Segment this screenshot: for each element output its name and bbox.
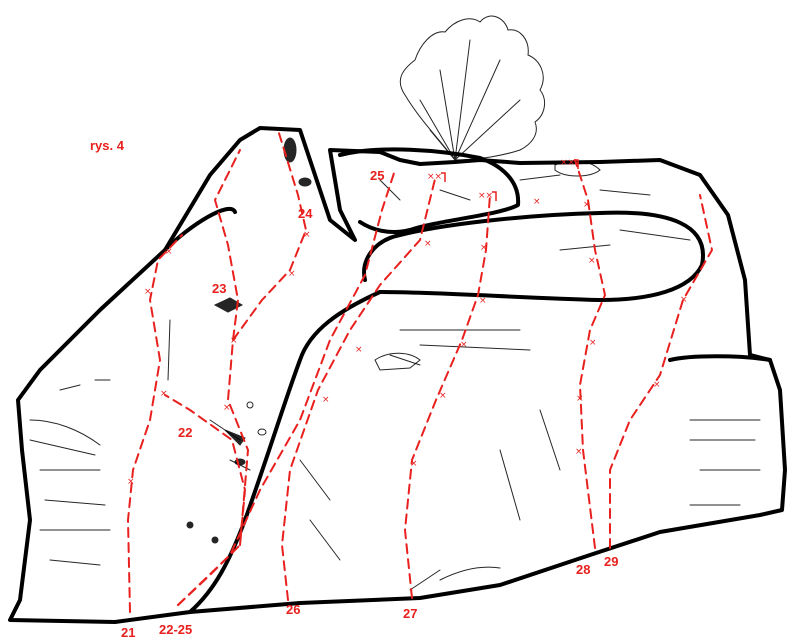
route-label-23: 23: [212, 281, 226, 296]
route-21-bolt: ×: [160, 389, 168, 399]
rock-outline: [10, 128, 785, 622]
route-26-bolt: ×: [424, 239, 432, 249]
route-27-bolt: ×: [439, 391, 447, 401]
anchor-mark: ××: [478, 191, 493, 201]
start-label-29: 29: [604, 554, 618, 569]
route-28-bolt: ×: [583, 200, 591, 210]
route-label-24: 24: [298, 206, 313, 221]
route-24-bolt: ×: [303, 230, 311, 240]
route-28-bolt: ×: [575, 447, 583, 457]
start-label-26: 26: [286, 602, 300, 617]
route-28-bolt: ×: [588, 256, 596, 266]
route-22-line: [165, 395, 245, 605]
route-27-line: [405, 195, 490, 598]
route-24-bolt: ×: [288, 269, 296, 279]
route-25-line: [178, 170, 395, 605]
start-label-28: 28: [576, 562, 590, 577]
route-21-bolt: ×: [165, 247, 173, 257]
route-29-bolt: ×: [653, 380, 661, 390]
route-21-bolt: ×: [144, 287, 152, 297]
start-labels: 21 22-25 26 27 28 29: [121, 554, 618, 639]
route-27-bolt: ×: [410, 459, 418, 469]
anchor-mark: ××: [427, 172, 442, 182]
route-26-bolt: ×: [322, 395, 330, 405]
route-label-25: 25: [370, 168, 384, 183]
anchor-mark: ××: [560, 158, 575, 168]
route-28-line: [575, 160, 605, 548]
route-29-bolt: ×: [680, 295, 688, 305]
figure-label: rys. 4: [90, 138, 125, 153]
route-27-bolt: ×: [533, 197, 541, 207]
route-21-bolt: ×: [127, 477, 135, 487]
route-27-bolt: ×: [480, 243, 488, 253]
start-label-27: 27: [403, 606, 417, 621]
route-21-line: [128, 235, 182, 612]
route-23-bolt: ×: [223, 403, 231, 413]
start-label-21: 21: [121, 625, 135, 639]
route-23-bolt: ×: [230, 336, 238, 346]
start-label-22-25: 22-25: [159, 622, 192, 637]
route-28-bolt: ×: [576, 394, 584, 404]
route-label-22: 22: [178, 425, 192, 440]
route-27-bolt: ×: [460, 340, 468, 350]
route-26-bolt: ×: [355, 345, 363, 355]
route-24-line: [233, 130, 306, 340]
route-27-bolt: ×: [479, 296, 487, 306]
tree-drawing: [400, 16, 544, 160]
route-bolts: × × × × × × × × × × × × × × × × × × × × …: [127, 197, 688, 487]
route-29-line: [610, 195, 712, 548]
route-28-bolt: ×: [589, 338, 597, 348]
